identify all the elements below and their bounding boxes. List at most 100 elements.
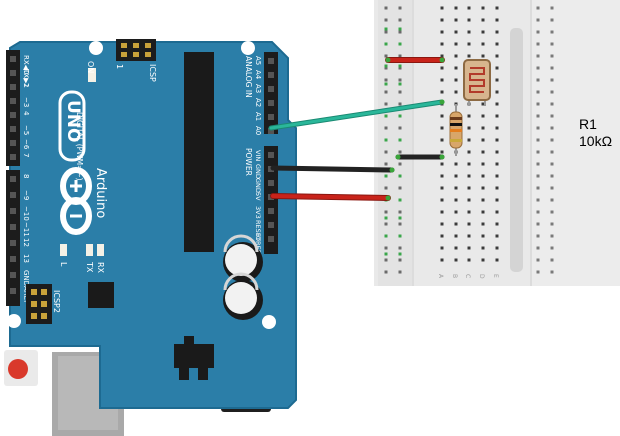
breadboard-hole: [550, 66, 554, 70]
breadboard-column-letter: C: [464, 274, 471, 278]
breadboard-hole: [454, 66, 458, 70]
breadboard-hole: [384, 162, 388, 166]
breadboard-hole: [467, 258, 471, 262]
breadboard-hole-active: [384, 64, 388, 68]
digital-pin-label: 2: [22, 83, 30, 87]
digital-pin-label: 4: [22, 111, 30, 116]
breadboard-hole: [495, 126, 499, 130]
breadboard-hole: [440, 90, 444, 94]
breadboard-hole: [454, 174, 458, 178]
breadboard-hole: [398, 78, 402, 82]
breadboard-hole-active: [384, 174, 388, 178]
breadboard-column-letter: E: [492, 274, 499, 278]
breadboard-hole: [550, 174, 554, 178]
breadboard-hole: [398, 258, 402, 262]
header-pin: [10, 272, 16, 278]
breadboard-hole: [384, 150, 388, 154]
breadboard-hole: [398, 246, 402, 250]
breadboard-hole: [440, 222, 444, 226]
resistor-annotation: R1 10kΩ: [579, 116, 612, 150]
breadboard-hole: [440, 162, 444, 166]
breadboard-hole: [495, 174, 499, 178]
breadboard-hole: [467, 222, 471, 226]
breadboard-hole: [467, 210, 471, 214]
breadboard-hole: [384, 258, 388, 262]
reset-button-cap[interactable]: [8, 359, 28, 379]
breadboard-hole: [550, 234, 554, 238]
breadboard-hole: [398, 126, 402, 130]
resistor-value: 10kΩ: [579, 133, 613, 149]
breadboard-hole: [550, 210, 554, 214]
header-pin: [268, 180, 274, 186]
breadboard-hole: [398, 222, 402, 226]
breadboard-hole: [384, 90, 388, 94]
breadboard-hole-active: [384, 82, 388, 86]
breadboard-hole: [398, 186, 402, 190]
breadboard-hole-active: [398, 42, 402, 46]
power-pin-label: IOREF: [254, 234, 262, 254]
header-pin: [268, 152, 274, 158]
breadboard-hole-active: [384, 252, 388, 256]
breadboard-hole: [495, 90, 499, 94]
breadboard-hole: [536, 270, 540, 274]
header-pin: [268, 72, 274, 78]
breadboard-hole-active: [384, 216, 388, 220]
breadboard-hole: [495, 258, 499, 262]
breadboard-hole: [467, 6, 471, 10]
breadboard-hole: [384, 78, 388, 82]
breadboard-hole: [440, 150, 444, 154]
breadboard-hole: [550, 186, 554, 190]
breadboard-hole: [454, 246, 458, 250]
breadboard-hole-active: [398, 216, 402, 220]
breadboard-hole: [550, 138, 554, 142]
breadboard-hole: [467, 30, 471, 34]
breadboard-hole: [384, 30, 388, 34]
breadboard-hole: [467, 246, 471, 250]
capacitor: [223, 234, 263, 282]
header-pin: [268, 114, 274, 120]
reset-button[interactable]: [4, 350, 38, 386]
breadboard-hole: [481, 138, 485, 142]
l-label: L: [59, 262, 68, 267]
breadboard-hole: [550, 42, 554, 46]
breadboard-hole: [454, 210, 458, 214]
tx-led: [86, 244, 93, 256]
breadboard-hole: [536, 150, 540, 154]
breadboard-hole: [454, 258, 458, 262]
capacitor: [223, 272, 263, 320]
breadboard-hole: [536, 234, 540, 238]
breadboard-hole: [467, 162, 471, 166]
breadboard-hole: [384, 222, 388, 226]
breadboard-hole: [398, 54, 402, 58]
breadboard-column-letter: D: [478, 274, 485, 279]
uno-logo-text: UNO: [63, 100, 83, 142]
header-pin: [268, 100, 274, 106]
icsp-pin: [145, 43, 151, 48]
digital-pin-label: TX▶1: [22, 68, 30, 88]
breadboard-hole-active: [398, 198, 402, 202]
breadboard-hole: [495, 78, 499, 82]
breadboard-hole: [467, 234, 471, 238]
breadboard-hole: [384, 270, 388, 274]
digital-header-upper: [6, 50, 20, 166]
breadboard-hole-active: [384, 234, 388, 238]
breadboard-hole-active: [398, 174, 402, 178]
breadboard-hole-active: [398, 82, 402, 86]
breadboard-hole: [536, 174, 540, 178]
header-pin: [10, 176, 16, 182]
breadboard-hole: [550, 18, 554, 22]
breadboard-hole: [454, 222, 458, 226]
breadboard-hole: [454, 162, 458, 166]
icsp-pin: [133, 43, 139, 48]
breadboard-hole: [536, 138, 540, 142]
breadboard-hole: [495, 114, 499, 118]
digital-pin-label: 8: [22, 174, 30, 178]
power-rail-left: [378, 0, 412, 286]
breadboard-hole: [440, 234, 444, 238]
breadboard-hole: [454, 30, 458, 34]
breadboard-hole: [495, 186, 499, 190]
breadboard-hole: [481, 18, 485, 22]
rx-led: [97, 244, 104, 256]
digital-pin-label: RX◀0: [22, 55, 30, 75]
wire-black-gnd: [270, 165, 395, 173]
